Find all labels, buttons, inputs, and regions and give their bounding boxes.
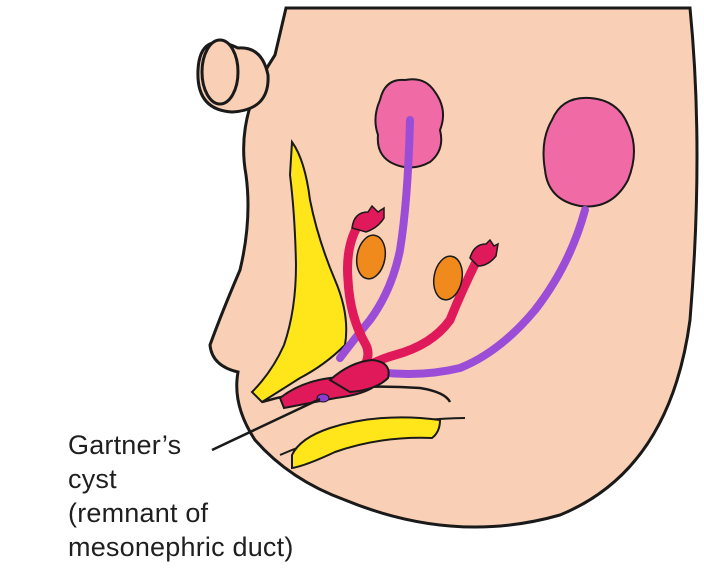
gartners-cyst-annotation: Gartner’s cyst (remnant of mesonephric d… (68, 428, 368, 564)
annotation-line-1: Gartner’s (68, 428, 368, 462)
annotation-line-3: (remnant of (68, 496, 368, 530)
annotation-line-2: cyst (68, 462, 368, 496)
ovary-right (544, 98, 634, 207)
annotation-line-4: mesonephric duct) (68, 530, 368, 564)
nub-tip (202, 40, 238, 104)
